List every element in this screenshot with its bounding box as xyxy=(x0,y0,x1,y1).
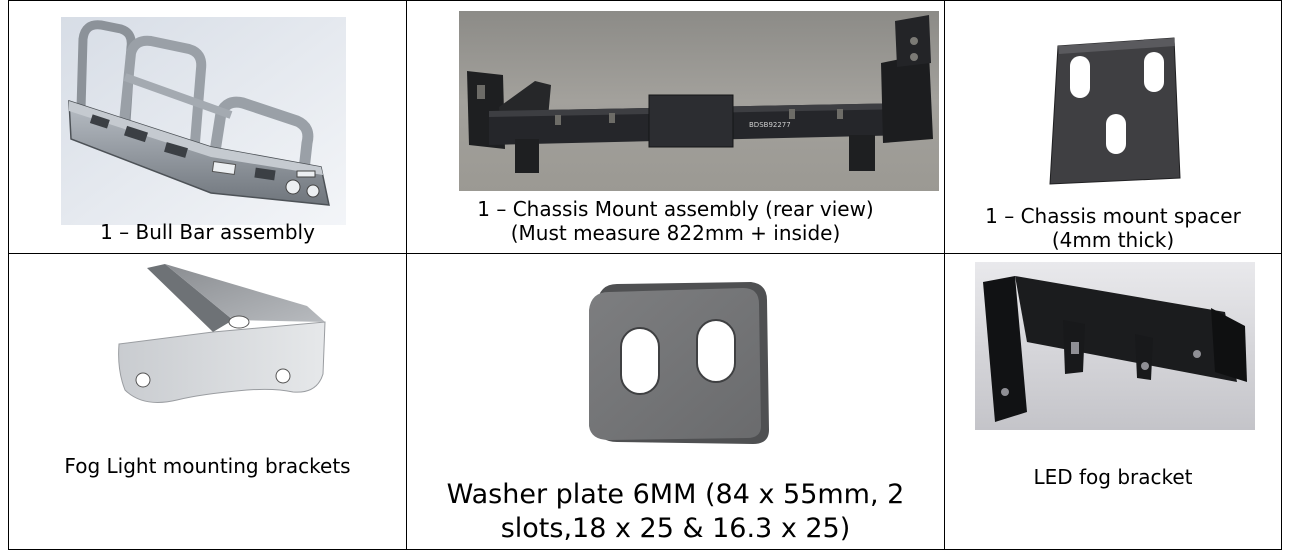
bull-bar-caption: 1 – Bull Bar assembly xyxy=(100,220,315,244)
spacer-caption-line-2: (4mm thick) xyxy=(1051,228,1175,252)
led-fog-bracket-image xyxy=(975,262,1255,430)
chassis-caption-line-1: 1 – Chassis Mount assembly (rear view) xyxy=(477,197,874,221)
washer-plate-image xyxy=(583,280,773,446)
chassis-spacer-image xyxy=(1048,36,1183,186)
fog-light-caption: Fog Light mounting brackets xyxy=(64,454,351,478)
cell-chassis-mount: BDSB92277 1 – Chassis Mount assembly (re… xyxy=(406,0,945,254)
cell-bull-bar: 1 – Bull Bar assembly xyxy=(8,0,407,254)
chassis-mount-image: BDSB92277 xyxy=(459,11,939,191)
cell-chassis-spacer: 1 – Chassis mount spacer (4mm thick) xyxy=(944,0,1282,254)
fog-light-bracket-image xyxy=(117,262,332,412)
washer-caption-line-2: slots,18 x 25 & 16.3 x 25) xyxy=(500,513,851,544)
chassis-plate-label: BDSB92277 xyxy=(749,121,791,129)
parts-table: 1 – Bull Bar assembly xyxy=(8,0,1282,550)
cell-washer-plate: Washer plate 6MM (84 x 55mm, 2 slots,18 … xyxy=(406,253,945,550)
washer-caption-line-1: Washer plate 6MM (84 x 55mm, 2 xyxy=(446,479,905,510)
bull-bar-image xyxy=(61,17,346,225)
chassis-caption-line-2: (Must measure 822mm + inside) xyxy=(510,221,841,245)
spacer-caption-line-1: 1 – Chassis mount spacer xyxy=(985,204,1241,228)
cell-led-fog-bracket: LED fog bracket xyxy=(944,253,1282,550)
cell-fog-light-brackets: Fog Light mounting brackets xyxy=(8,253,407,550)
led-fog-caption: LED fog bracket xyxy=(1033,465,1193,489)
